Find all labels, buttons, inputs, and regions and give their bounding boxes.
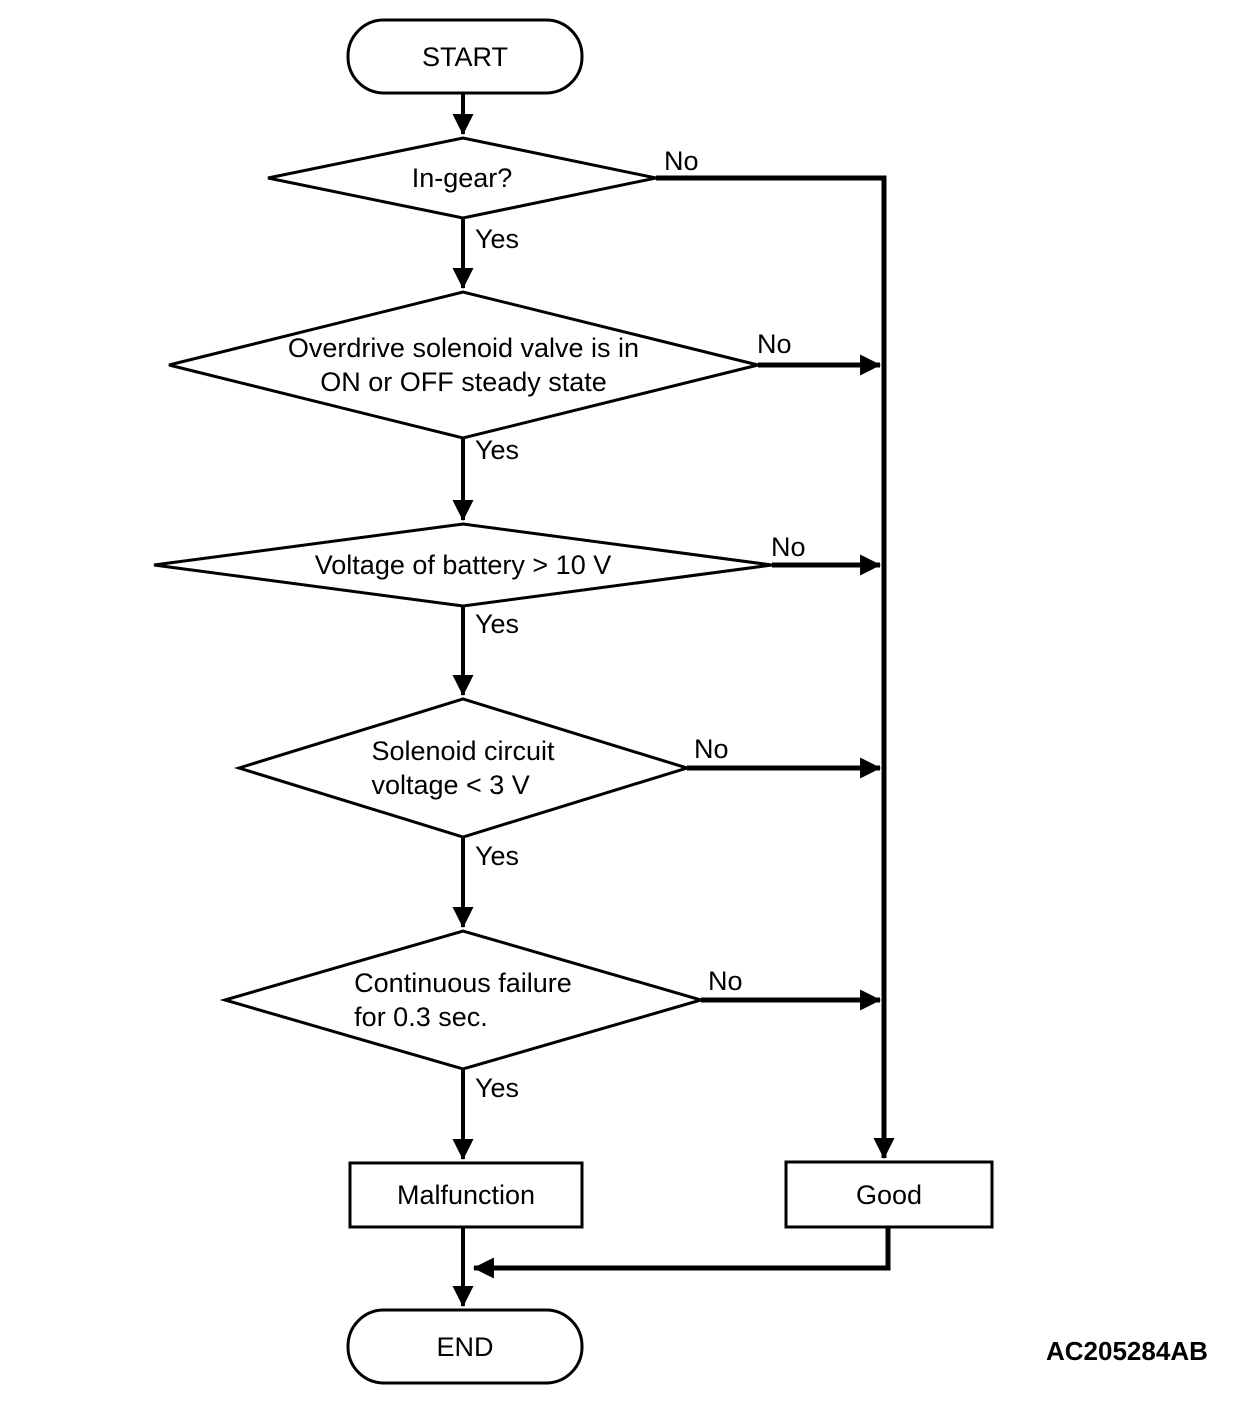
failure-label: Continuous failure for 0.3 sec. xyxy=(225,931,701,1069)
overdrive-no-label: No xyxy=(757,329,792,359)
end-node xyxy=(346,1308,584,1385)
solenoid-label: Solenoid circuit voltage < 3 V xyxy=(239,699,687,837)
overdrive-label-line2: ON or OFF steady state xyxy=(320,367,607,397)
good-label: Good xyxy=(855,1179,923,1210)
failure-label-lines: Continuous failure for 0.3 sec. xyxy=(354,966,572,1034)
edge-good-to-end xyxy=(472,1227,891,1279)
decision-solenoid-voltage xyxy=(233,697,693,839)
overdrive-label: Overdrive solenoid valve is in ON or OFF… xyxy=(169,292,758,438)
figure-code: AC205284AB xyxy=(1046,1336,1208,1366)
overdrive-yes-label: Yes xyxy=(475,435,520,465)
solenoid-yes-label: Yes xyxy=(475,841,520,871)
overdrive-label-line1: Overdrive solenoid valve is in xyxy=(287,333,640,363)
decision-battery-voltage xyxy=(153,522,773,608)
decision-continuous-failure xyxy=(219,929,707,1071)
failure-label-line2: for 0.3 sec. xyxy=(354,1002,488,1032)
in-gear-yes-label: Yes xyxy=(475,224,520,254)
battery-yes-label: Yes xyxy=(475,609,520,639)
solenoid-label-line1: Solenoid circuit xyxy=(371,736,555,766)
solenoid-no-label: No xyxy=(694,734,729,764)
solenoid-label-lines: Solenoid circuit voltage < 3 V xyxy=(371,734,554,802)
battery-no-label: No xyxy=(771,532,806,562)
failure-no-label: No xyxy=(708,966,743,996)
solenoid-label-line2: voltage < 3 V xyxy=(371,770,530,800)
good-node xyxy=(784,1160,994,1229)
failure-label-line1: Continuous failure xyxy=(354,968,572,998)
start-node xyxy=(346,18,584,95)
edge-ingear-no xyxy=(656,175,895,1160)
in-gear-label: In-gear? xyxy=(411,163,513,193)
decision-overdrive-solenoid xyxy=(168,290,759,440)
malfunction-label: Malfunction xyxy=(396,1180,536,1210)
end-label: END xyxy=(436,1331,494,1362)
decision-in-gear xyxy=(267,136,657,220)
battery-label: Voltage of battery > 10 V xyxy=(314,550,612,580)
malfunction-node xyxy=(348,1161,584,1229)
in-gear-no-label: No xyxy=(664,146,699,176)
start-label: START xyxy=(421,41,508,72)
failure-yes-label: Yes xyxy=(475,1073,520,1103)
